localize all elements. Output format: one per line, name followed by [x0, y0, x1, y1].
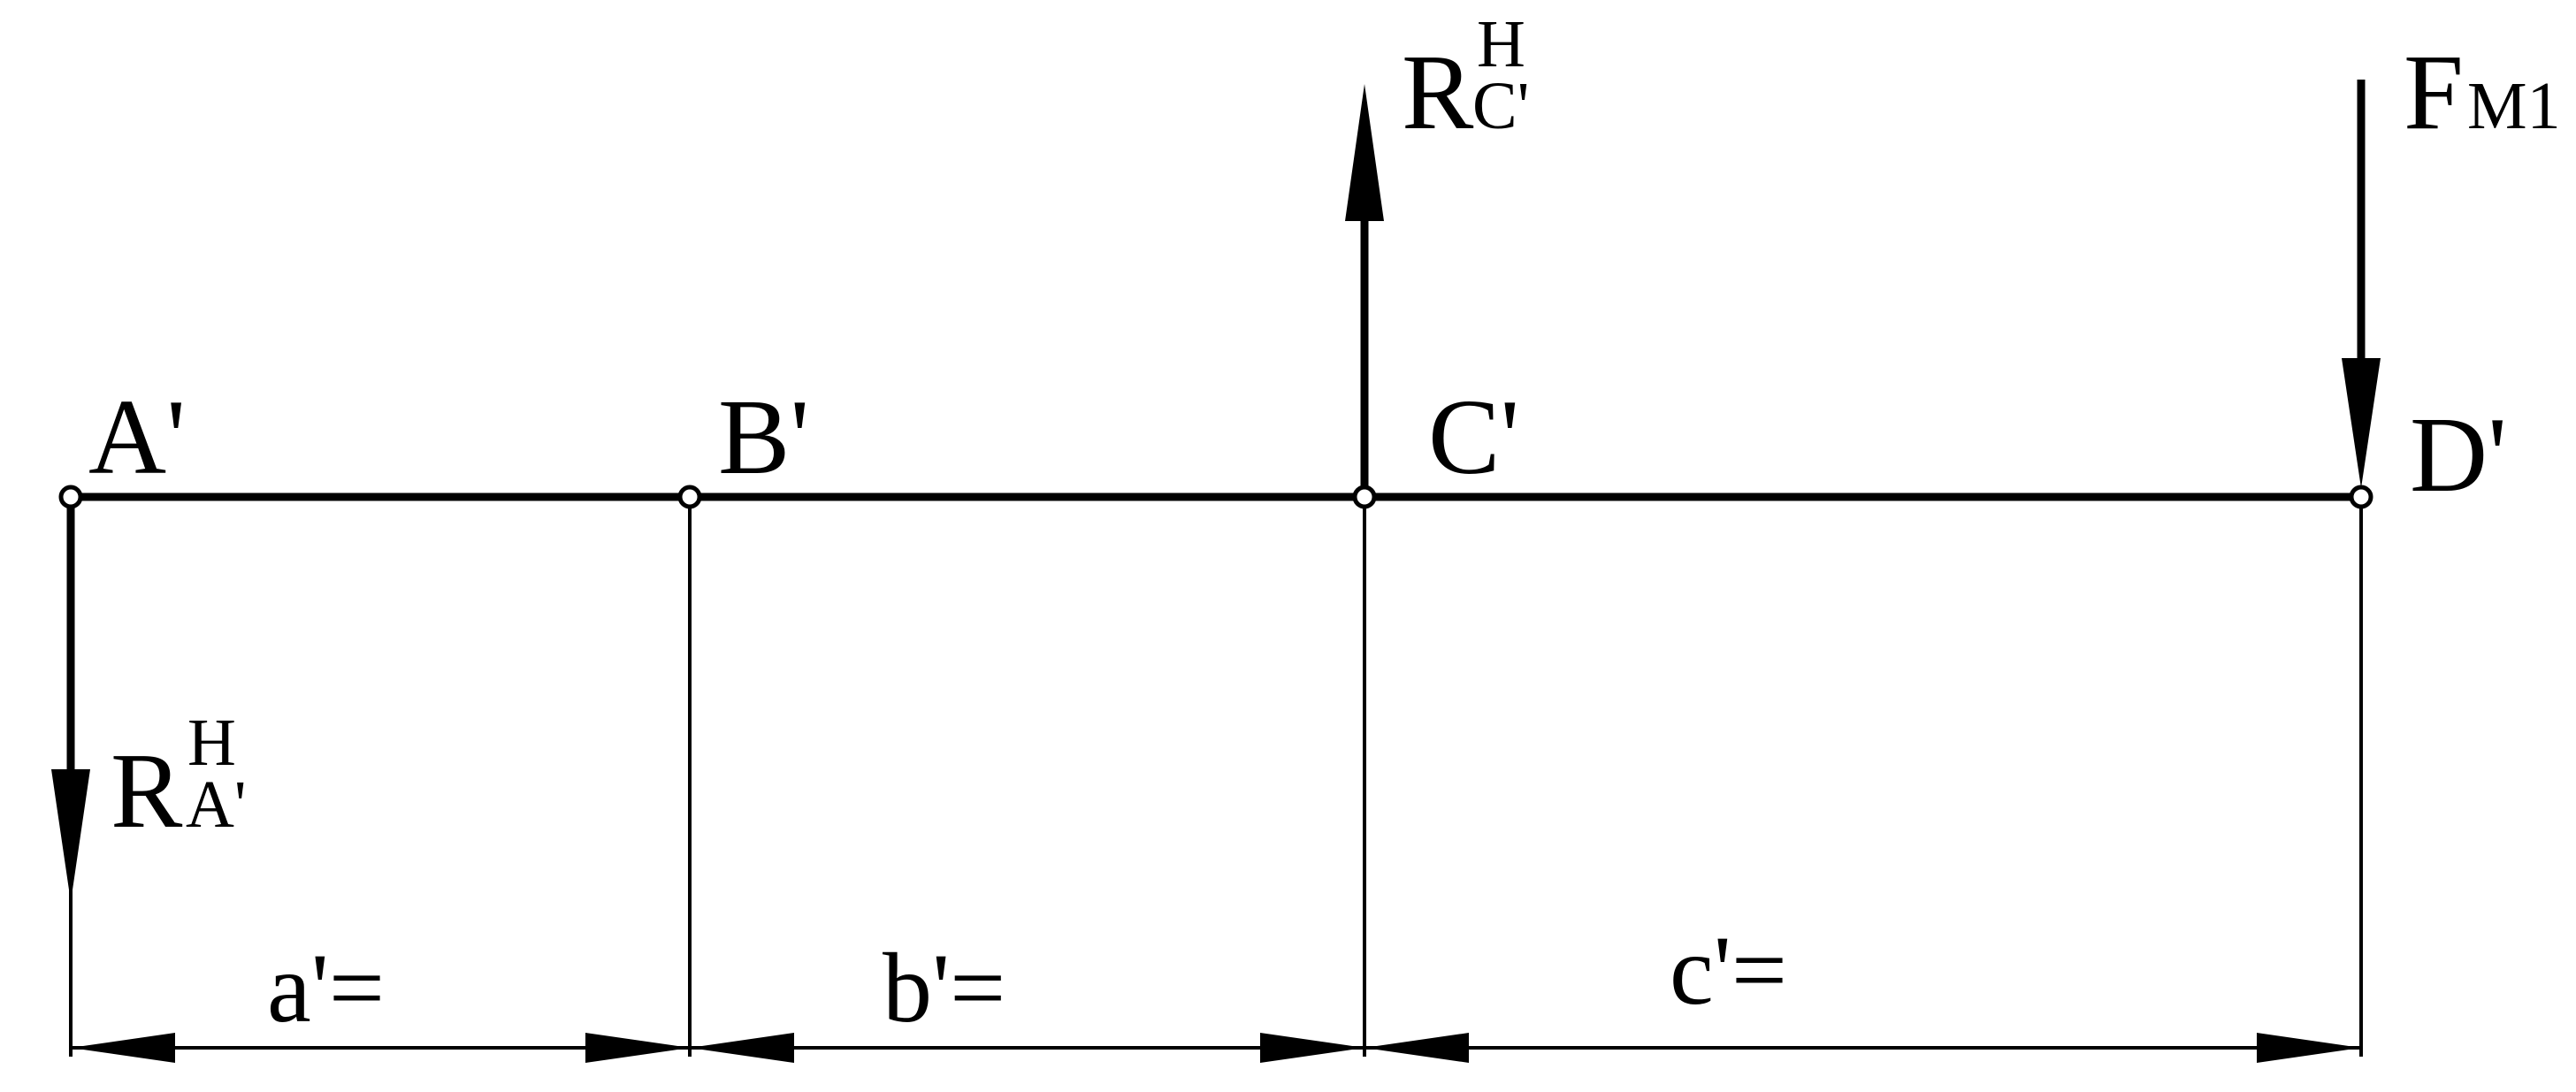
- point-label-c: C': [1428, 378, 1519, 497]
- force-symbol-r-c: R: [1402, 33, 1474, 152]
- dimension-label-a: a'=: [267, 934, 385, 1043]
- force-symbol-f-d: F: [2404, 33, 2464, 152]
- dimension-label-c: c'=: [1670, 916, 1787, 1026]
- reaction-arrow-a: [51, 497, 90, 902]
- node-d: [2349, 485, 2373, 509]
- point-label-d: D': [2410, 395, 2507, 515]
- dimension-label-b: b'=: [883, 934, 1005, 1043]
- point-label-b: B': [718, 378, 809, 497]
- dimension-a: [71, 1033, 690, 1063]
- force-superscript-a: H: [187, 706, 236, 780]
- node-a: [58, 485, 83, 509]
- force-symbol-r-a: R: [111, 731, 183, 851]
- force-superscript-c: H: [1477, 7, 1525, 81]
- force-label-load-d: F M1: [2404, 33, 2561, 152]
- force-label-reaction-a: R H A': [111, 706, 247, 851]
- force-subscript-a: A': [186, 767, 247, 842]
- force-label-reaction-c: R H C': [1402, 7, 1529, 152]
- node-c: [1352, 485, 1377, 509]
- dimension-c: [1364, 1033, 2361, 1063]
- load-arrow-d: [2342, 80, 2381, 488]
- force-subscript-d: M1: [2467, 69, 2561, 143]
- reaction-arrow-c: [1345, 84, 1384, 497]
- dimension-b: [690, 1033, 1364, 1063]
- point-label-a: A': [88, 378, 186, 497]
- node-b: [677, 485, 702, 509]
- force-subscript-c: C': [1472, 69, 1529, 143]
